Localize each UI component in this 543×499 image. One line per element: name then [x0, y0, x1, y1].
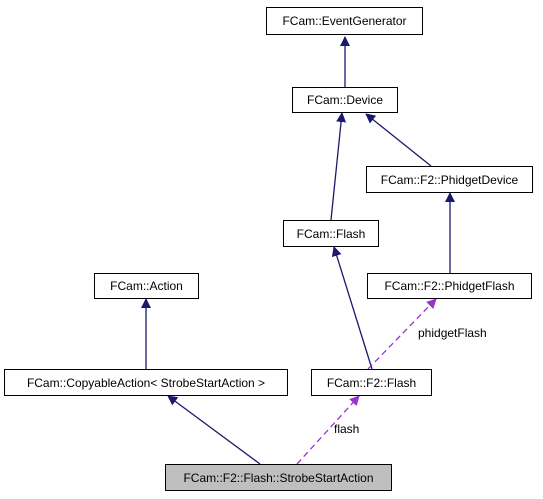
edge-phidgetdevice-to-device — [365, 113, 432, 167]
node-phidget-device[interactable]: FCam::F2::PhidgetDevice — [366, 166, 533, 193]
node-action[interactable]: FCam::Action — [94, 273, 199, 299]
node-f2-flash[interactable]: FCam::F2::Flash — [311, 369, 432, 396]
node-strobe-start-action[interactable]: FCam::F2::Flash::StrobeStartAction — [165, 464, 392, 491]
edge-label-phidget-flash: phidgetFlash — [418, 326, 487, 340]
node-device[interactable]: FCam::Device — [292, 87, 398, 113]
edge-f2flash-to-flash — [331, 246, 373, 370]
edge-label-flash: flash — [334, 422, 360, 436]
edge-strobestart-uses-f2flash — [296, 395, 360, 465]
node-phidget-flash[interactable]: FCam::F2::PhidgetFlash — [367, 273, 532, 299]
edge-strobestart-to-copyableaction — [167, 395, 261, 465]
node-event-generator[interactable]: FCam::EventGenerator — [266, 7, 423, 35]
edge-flash-to-device — [330, 112, 347, 221]
edge-f2flash-uses-phidgetflash — [367, 298, 437, 370]
node-flash[interactable]: FCam::Flash — [283, 220, 379, 247]
node-copyable-action[interactable]: FCam::CopyableAction< StrobeStartAction … — [4, 369, 288, 396]
